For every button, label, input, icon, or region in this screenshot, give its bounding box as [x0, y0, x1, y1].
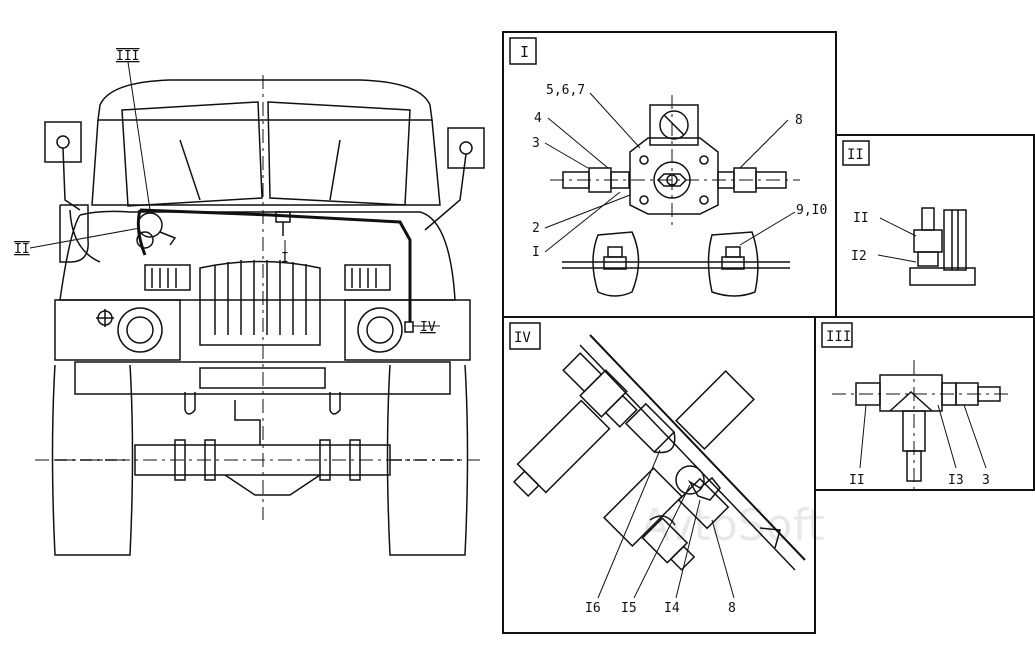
panel-i-title: I — [520, 43, 529, 61]
panel-iii-label-3: 3 — [982, 473, 990, 488]
watermark: AvtoSoft — [640, 500, 825, 551]
panel-iii-title: III — [826, 329, 851, 345]
callout-view-ii: II — [14, 242, 30, 257]
panel-ii-label-11: II — [853, 211, 869, 226]
truck-front-view — [29, 61, 485, 556]
callout-view-iv: IV — [420, 320, 436, 335]
panel-iv-label-8: 8 — [728, 601, 736, 616]
panel-i-label-567: 5,6,7 — [546, 83, 585, 98]
callout-view-i: I — [281, 251, 289, 266]
detail-panel-iii: III — [814, 316, 1035, 491]
detail-panel-i: I — [502, 31, 837, 318]
panel-iv-label-15: I5 — [621, 601, 637, 616]
panel-ii-title: II — [847, 147, 864, 163]
panel-iii-label-13: I3 — [948, 473, 964, 488]
callout-view-iii: III — [116, 49, 139, 64]
detail-panel-ii: II — [835, 134, 1035, 318]
panel-ii-label-12: I2 — [851, 249, 867, 264]
panel-i-label-3: 3 — [532, 136, 540, 151]
panel-i-label-2: 2 — [532, 221, 540, 236]
left-mirror — [44, 121, 82, 211]
right-mirror — [424, 127, 485, 231]
panel-i-label-910: 9,I0 — [796, 203, 827, 218]
panel-i-label-8: 8 — [795, 113, 803, 128]
panel-iv-title: IV — [514, 330, 531, 346]
detail-panel-iv: IV — [502, 316, 816, 634]
panel-iii-label-11: II — [849, 473, 865, 488]
panel-iv-label-14: I4 — [664, 601, 680, 616]
panel-i-label-4: 4 — [534, 111, 542, 126]
panel-i-label-1: I — [532, 245, 540, 260]
panel-iv-label-16: I6 — [585, 601, 601, 616]
